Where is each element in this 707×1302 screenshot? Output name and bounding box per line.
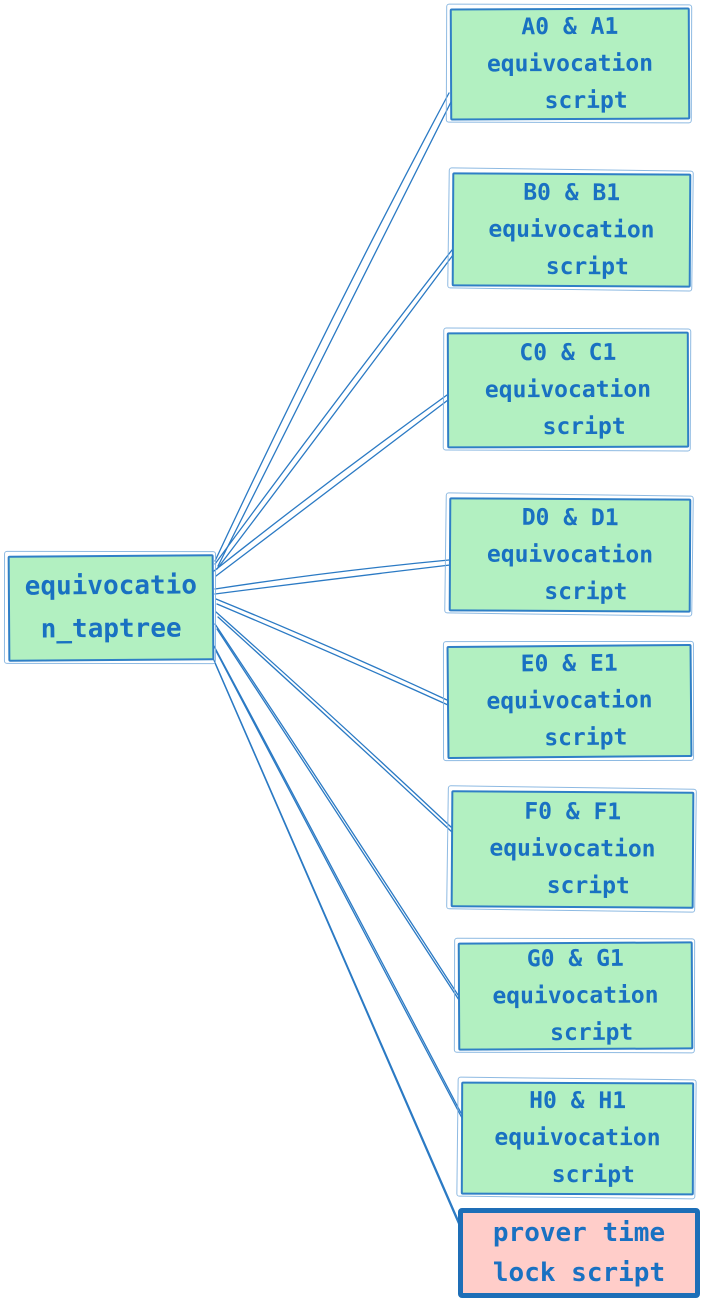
edge-root-to-c	[213, 394, 449, 577]
edge-root-to-b	[214, 249, 454, 570]
node-label-line: script	[545, 253, 629, 280]
edge-root-to-f	[215, 611, 453, 833]
node-label-line: n_taptree	[40, 613, 182, 645]
node-label-line: script	[544, 87, 628, 114]
node-d0-d1-equivocation-script[interactable]: D0 & D1 equivocation script	[448, 497, 692, 613]
node-h0-h1-equivocation-script[interactable]: H0 & H1 equivocation script	[460, 1081, 695, 1196]
node-label-line: equivocation	[486, 541, 654, 568]
node-label-line: equivocation	[486, 50, 654, 77]
node-label-line: equivocation	[484, 376, 652, 403]
node-label-line: equivocation	[486, 687, 653, 715]
node-label-line: equivocation	[494, 1124, 661, 1152]
node-label-line: equivocation	[492, 982, 659, 1009]
node-g0-g1-equivocation-script[interactable]: G0 & G1 equivocation script	[457, 941, 694, 1051]
node-label-line: script	[544, 724, 628, 752]
node-label-line: script	[542, 413, 626, 440]
node-a0-a1-equivocation-script[interactable]: A0 & A1 equivocation script	[449, 7, 691, 121]
node-label-line: script	[546, 872, 630, 900]
edge-root-to-d	[214, 559, 451, 595]
edge-root-to-a	[214, 92, 453, 567]
node-label-line: G0 & G1	[526, 945, 624, 972]
node-label-line: prover time	[492, 1218, 666, 1248]
node-label-line: equivocatio	[24, 570, 198, 602]
node-prover-time-lock-script[interactable]: prover time lock script	[458, 1208, 700, 1298]
node-label-line: A0 & A1	[521, 13, 619, 40]
edge-root-to-g	[214, 623, 460, 1001]
node-label-line: equivocation	[488, 216, 655, 243]
edge-root-to-timelock	[212, 657, 461, 1228]
node-label-line: script	[551, 1161, 635, 1189]
edge-root-to-e	[215, 598, 449, 706]
node-label-line: E0 & E1	[520, 650, 618, 678]
node-b0-b1-equivocation-script[interactable]: B0 & B1 equivocation script	[451, 172, 692, 288]
node-label-line: equivocation	[489, 835, 656, 863]
node-label-line: F0 & F1	[524, 798, 622, 826]
node-f0-f1-equivocation-script[interactable]: F0 & F1 equivocation script	[450, 790, 695, 909]
node-equivocation-taptree[interactable]: equivocatio n_taptree	[7, 554, 215, 662]
node-label-line: script	[550, 1019, 634, 1046]
edge-root-to-h	[213, 645, 463, 1119]
node-e0-e1-equivocation-script[interactable]: E0 & E1 equivocation script	[446, 643, 693, 760]
node-c0-c1-equivocation-script[interactable]: C0 & C1 equivocation script	[446, 331, 690, 449]
node-label-line: H0 & H1	[529, 1087, 627, 1115]
node-label-line: script	[544, 578, 628, 605]
node-label-line: C0 & C1	[519, 339, 617, 366]
node-label-line: B0 & B1	[523, 179, 621, 206]
node-label-line: D0 & D1	[521, 504, 619, 531]
node-label-line: lock script	[492, 1258, 666, 1288]
